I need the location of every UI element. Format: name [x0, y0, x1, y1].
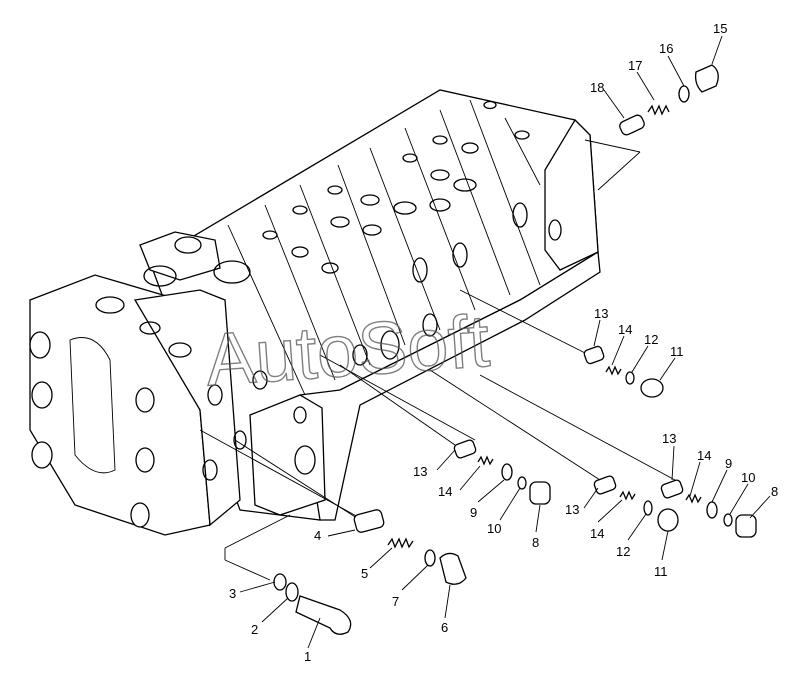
exploded-parts — [273, 64, 757, 635]
part-7-oring — [424, 549, 436, 567]
part-3-oring — [273, 573, 287, 591]
callout-leaders — [239, 35, 771, 649]
housing-bolts — [29, 296, 155, 528]
callout-2: 2 — [251, 622, 258, 637]
watermark: AutoSoft — [203, 299, 492, 402]
part-2-oring — [285, 582, 299, 602]
part-17-spring — [647, 104, 670, 116]
end-cover — [544, 118, 599, 271]
part-10-ring-b — [517, 476, 527, 490]
part-8-cap-b — [529, 481, 551, 505]
callout-8b: 8 — [771, 484, 778, 499]
callout-1: 1 — [304, 649, 311, 664]
axis-lines — [199, 139, 676, 581]
callout-13a: 13 — [594, 306, 608, 321]
part-13-sleeve-d — [660, 479, 684, 499]
callout-13b: 13 — [413, 464, 427, 479]
part-14-spring-b — [477, 455, 494, 466]
part-12-oring-a — [625, 371, 635, 385]
part-16-oring — [678, 85, 690, 103]
part-11-plug-a — [640, 378, 664, 398]
callout-14b: 14 — [438, 484, 452, 499]
callout-13c: 13 — [565, 502, 579, 517]
callout-10b: 10 — [741, 470, 755, 485]
callout-numbers: 15 16 17 18 13 14 12 11 13 14 9 10 8 13 … — [229, 21, 778, 664]
callout-12b: 12 — [616, 544, 630, 559]
callout-5: 5 — [361, 566, 368, 581]
callout-15: 15 — [713, 21, 727, 36]
part-14-spring-c — [619, 490, 636, 501]
valve-front-face — [299, 250, 601, 521]
callout-10a: 10 — [487, 521, 501, 536]
callout-9a: 9 — [470, 505, 477, 520]
part-6-plug — [439, 552, 467, 585]
callout-11a: 11 — [670, 344, 684, 359]
callout-13d: 13 — [662, 431, 676, 446]
callout-14c: 14 — [590, 526, 604, 541]
section-dividers — [227, 99, 541, 396]
callout-16: 16 — [659, 41, 673, 56]
callout-18: 18 — [590, 80, 604, 95]
part-8-cap-d — [735, 514, 757, 538]
part-9-oring-b — [501, 463, 513, 481]
part-13-sleeve-c — [593, 475, 617, 495]
part-15-plug — [694, 64, 719, 93]
callout-12a: 12 — [644, 332, 658, 347]
valve-body-assembly — [29, 89, 601, 536]
callout-17: 17 — [628, 58, 642, 73]
part-10-ring-d — [723, 513, 733, 527]
part-1-bolt — [295, 595, 352, 635]
part-18-sleeve — [619, 114, 645, 136]
part-14-spring-d — [685, 493, 702, 504]
callout-9b: 9 — [725, 456, 732, 471]
part-9-oring-d — [706, 501, 718, 519]
part-13-sleeve-a — [583, 345, 605, 365]
valve-ports — [139, 100, 562, 481]
callout-4: 4 — [314, 528, 321, 543]
callout-3: 3 — [229, 586, 236, 601]
side-module — [249, 394, 326, 516]
part-14-spring-a — [605, 365, 622, 376]
part-13-sleeve-b — [453, 439, 477, 459]
left-housing-side — [133, 289, 241, 527]
part-5-spring — [387, 537, 414, 549]
callout-14d: 14 — [697, 448, 711, 463]
callout-11b: 11 — [654, 564, 668, 579]
callout-7: 7 — [392, 594, 399, 609]
rear-block — [139, 231, 221, 281]
callout-14a: 14 — [618, 322, 632, 337]
part-12-oring-c — [643, 500, 653, 516]
part-11-plug-c — [657, 508, 679, 532]
callout-6: 6 — [441, 620, 448, 635]
callout-8a: 8 — [532, 535, 539, 550]
part-4-sleeve — [353, 509, 385, 533]
